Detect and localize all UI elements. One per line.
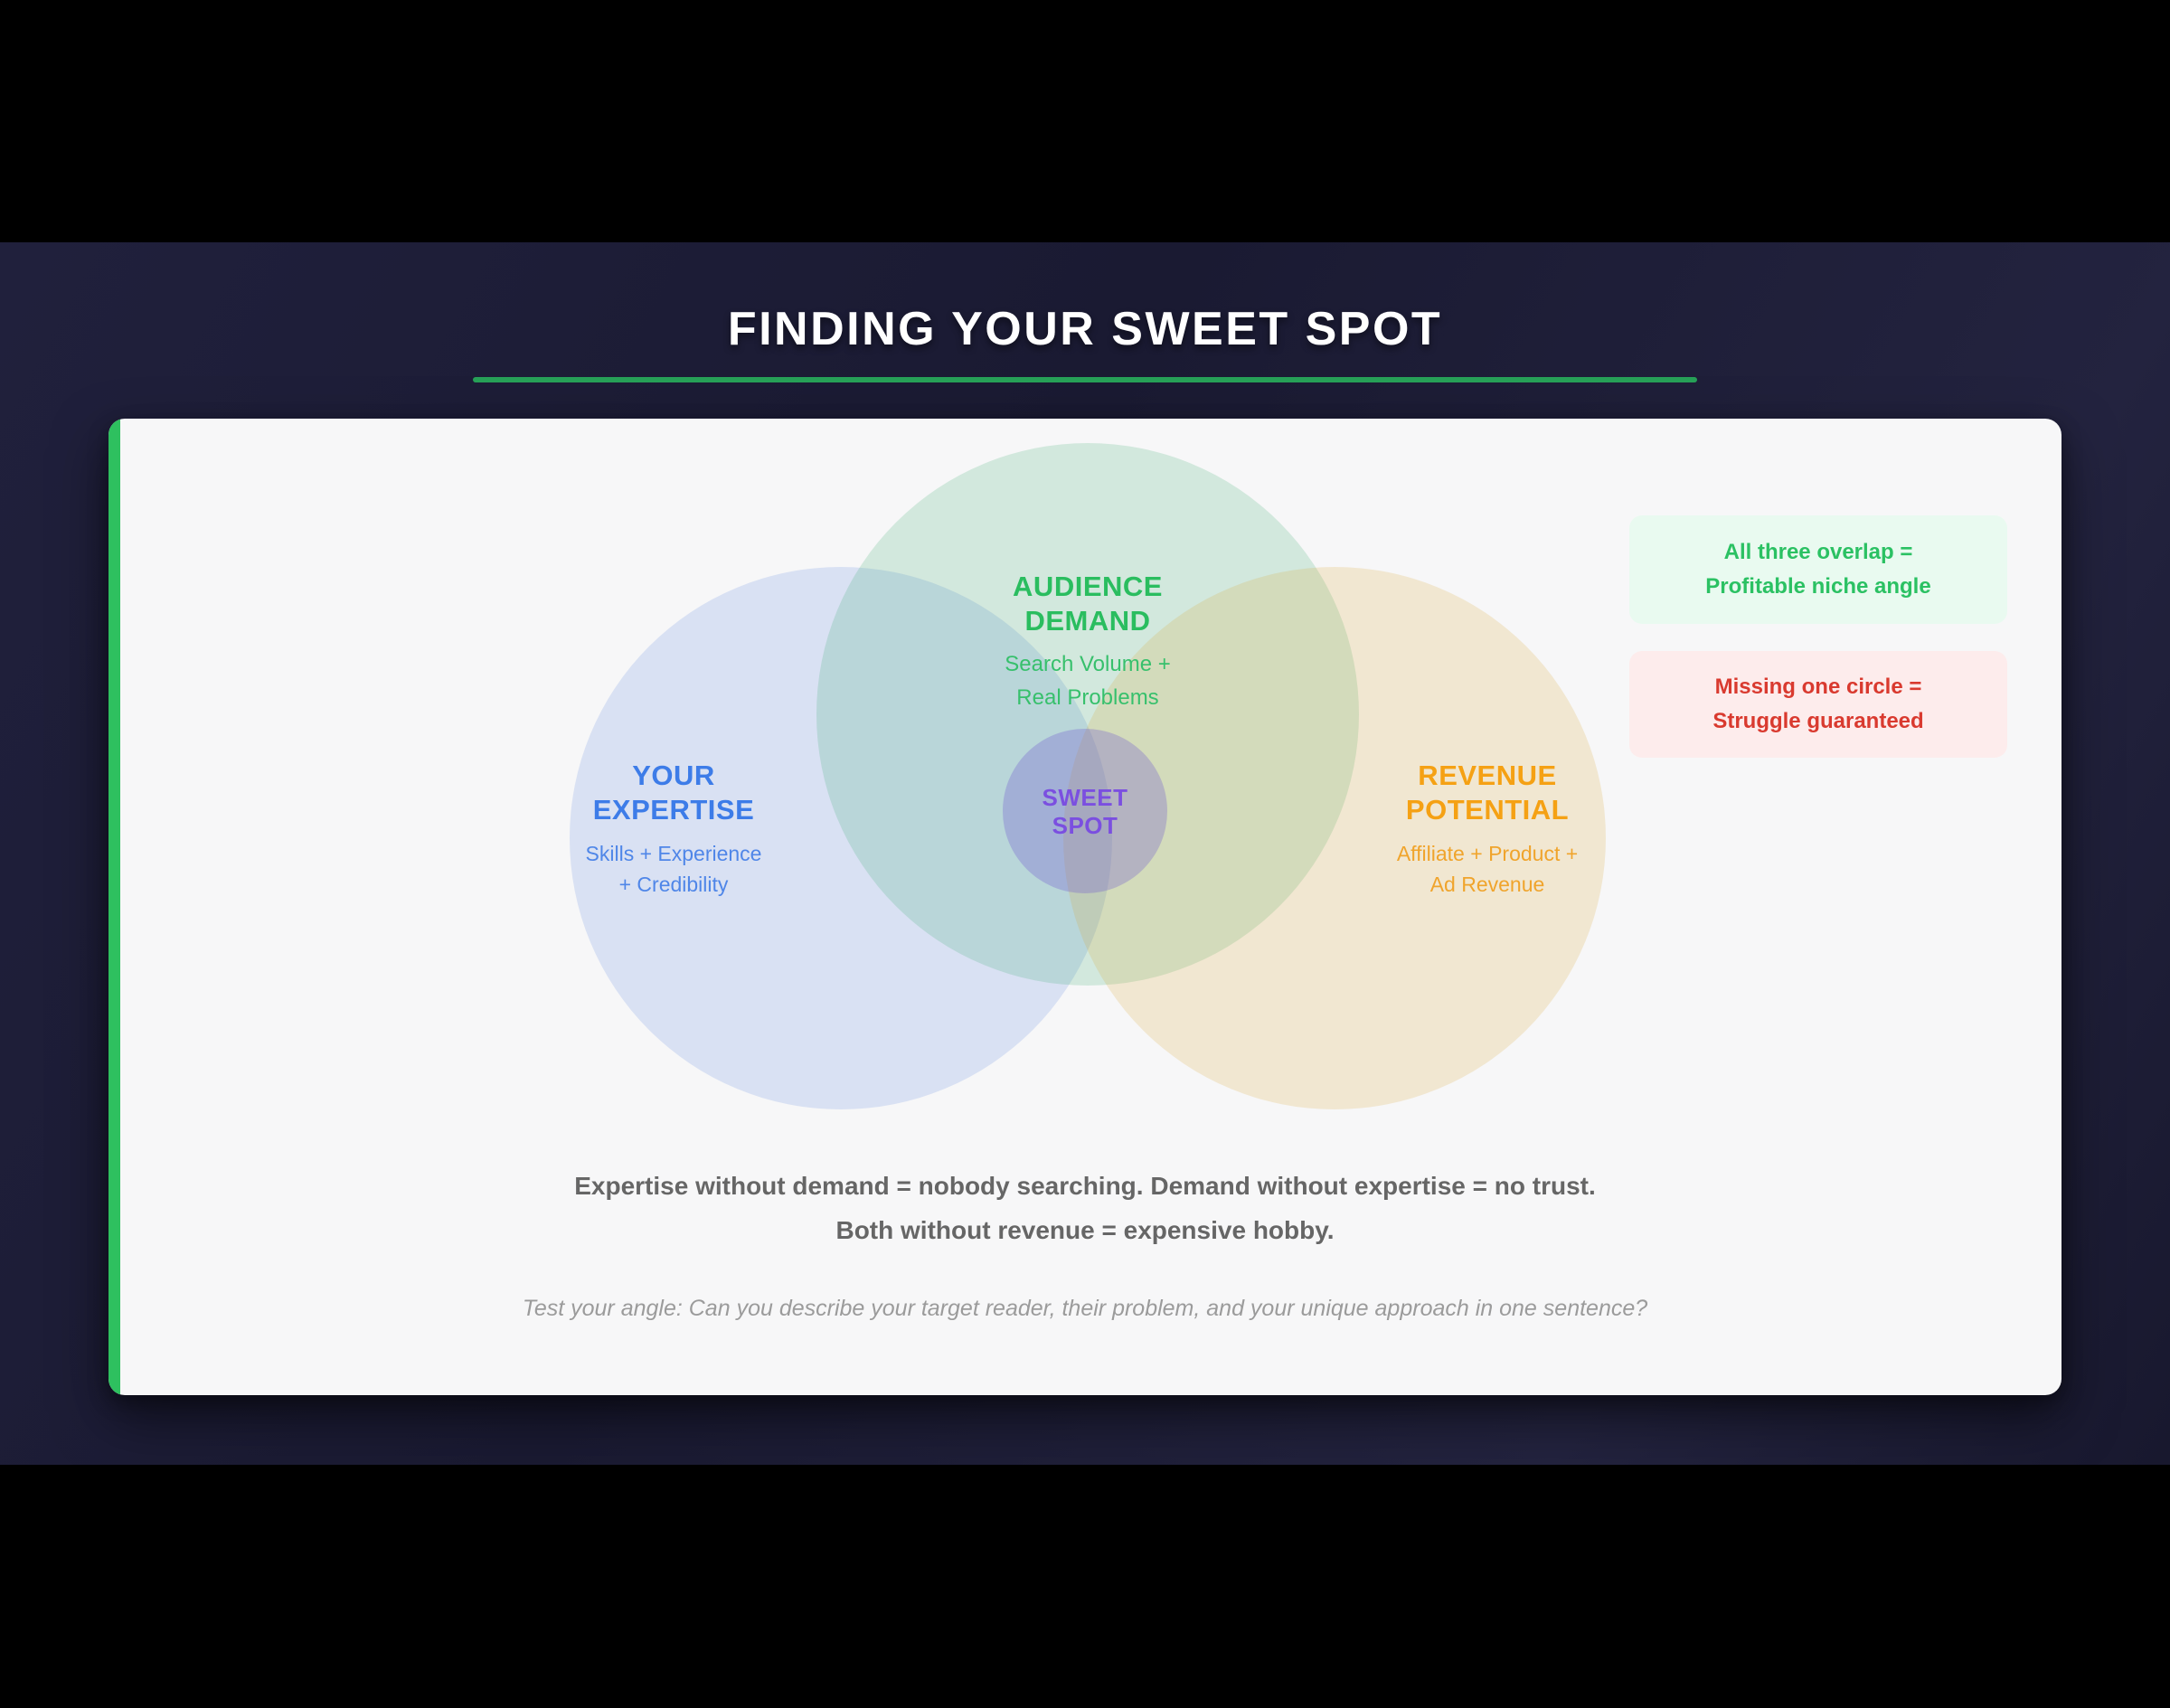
content-card: AUDIENCE DEMAND Search Volume + Real Pro… bbox=[108, 419, 2062, 1395]
sweet-spot-line1: SWEET bbox=[1042, 784, 1128, 811]
audience-subtitle: Search Volume + Real Problems bbox=[1005, 647, 1170, 714]
overlap-callout-line1: All three overlap = bbox=[1723, 540, 1913, 564]
missing-callout-line2: Struggle guaranteed bbox=[1712, 709, 1924, 733]
statement-line-2: Both without revenue = expensive hobby. bbox=[835, 1216, 1335, 1244]
letterbox-bottom bbox=[0, 1465, 2170, 1708]
audience-heading-line2: DEMAND bbox=[1024, 605, 1151, 637]
audience-heading-line1: AUDIENCE bbox=[1013, 571, 1163, 602]
audience-circle bbox=[816, 443, 1359, 986]
audience-heading: AUDIENCE DEMAND bbox=[1013, 570, 1163, 638]
expertise-subtitle: Skills + Experience + Credibility bbox=[586, 838, 762, 900]
missing-callout-badge: Missing one circle = Struggle guaranteed bbox=[1629, 651, 2007, 758]
title-underline bbox=[473, 377, 1697, 382]
expertise-heading-line2: EXPERTISE bbox=[592, 794, 755, 826]
revenue-sub-line2: Ad Revenue bbox=[1429, 873, 1545, 896]
revenue-circle bbox=[1063, 567, 1606, 1109]
expertise-sub-line2: + Credibility bbox=[618, 873, 729, 896]
missing-callout-line1: Missing one circle = bbox=[1714, 675, 1922, 699]
revenue-subtitle: Affiliate + Product + Ad Revenue bbox=[1397, 838, 1578, 900]
sweet-spot-label: SWEET SPOT bbox=[1043, 784, 1128, 840]
expertise-sub-line1: Skills + Experience bbox=[585, 842, 762, 865]
audience-sub-line2: Real Problems bbox=[1016, 685, 1159, 710]
audience-sub-line1: Search Volume + bbox=[1005, 652, 1171, 676]
overlap-callout-badge: All three overlap = Profitable niche ang… bbox=[1629, 515, 2007, 624]
revenue-heading-line1: REVENUE bbox=[1418, 760, 1557, 791]
revenue-heading-line2: POTENTIAL bbox=[1405, 794, 1570, 826]
slide-title: FINDING YOUR SWEET SPOT bbox=[727, 303, 1443, 355]
revenue-heading: REVENUE POTENTIAL bbox=[1406, 759, 1569, 827]
expertise-heading: YOUR EXPERTISE bbox=[593, 759, 755, 827]
revenue-sub-line1: Affiliate + Product + bbox=[1396, 842, 1579, 865]
letterbox-top bbox=[0, 0, 2170, 242]
sweet-spot-circle bbox=[1003, 729, 1167, 893]
question-line: Test your angle: Can you describe your t… bbox=[522, 1296, 1648, 1321]
overlap-callout-line2: Profitable niche angle bbox=[1705, 574, 1931, 599]
expertise-circle bbox=[570, 567, 1112, 1109]
sweet-spot-line2: SPOT bbox=[1052, 812, 1118, 839]
card-accent-bar bbox=[108, 419, 120, 1395]
statement-block: Expertise without demand = nobody search… bbox=[108, 1164, 2062, 1252]
expertise-heading-line1: YOUR bbox=[632, 760, 715, 791]
statement-line-1: Expertise without demand = nobody search… bbox=[574, 1172, 1596, 1200]
